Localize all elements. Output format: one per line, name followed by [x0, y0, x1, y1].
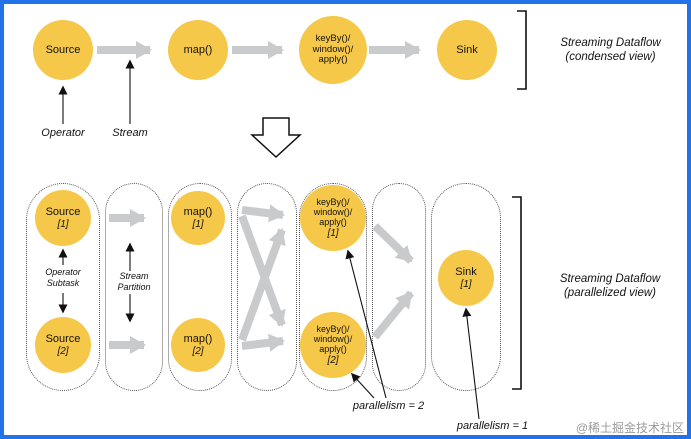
- parallelism-1-label: parallelism = 1: [456, 420, 529, 432]
- capsule-map-subtasks: [168, 183, 232, 391]
- parallelized-view-caption: Streaming Dataflow (parallelized view): [559, 273, 661, 300]
- node-source-1: Source[1]: [35, 190, 91, 246]
- operator-label: Operator: [41, 127, 85, 139]
- node-map-2: map()[2]: [171, 318, 225, 372]
- stream-label: Stream: [112, 127, 148, 139]
- node-keyby-2: keyBy()/ window()/ apply()[2]: [300, 312, 366, 378]
- annotation-arrows: [58, 59, 480, 420]
- condensed-view-caption: Streaming Dataflow (condensed view): [560, 37, 661, 64]
- node-keyby-1: keyBy()/ window()/ apply()[1]: [300, 185, 366, 251]
- down-block-arrow-icon: [250, 117, 302, 159]
- capsule-redistribution: [237, 183, 297, 391]
- node-sink: Sink: [437, 20, 497, 80]
- node-source: Source: [33, 20, 93, 80]
- capsule-keyby-subtasks: [299, 183, 367, 391]
- capsule-merge-streams: [372, 183, 426, 391]
- watermark-text: @稀土掘金技术社区: [575, 421, 684, 435]
- gray-flow-arrows: [97, 41, 421, 354]
- node-keyby: keyBy()/ window()/ apply(): [299, 16, 367, 84]
- operator-subtask-label: Operator Subtask: [45, 267, 81, 289]
- node-map-1: map()[1]: [171, 191, 225, 245]
- capsule-stream-partitions: [105, 183, 163, 391]
- capsule-source-subtasks: [26, 183, 100, 391]
- view-brackets: [512, 10, 527, 390]
- node-map: map(): [168, 20, 228, 80]
- node-source-2: Source[2]: [35, 317, 91, 373]
- node-sink-1: Sink[1]: [438, 250, 494, 306]
- stream-partition-label: Stream Partition: [107, 271, 161, 294]
- parallelism-2-label: parallelism = 2: [352, 400, 425, 412]
- capsule-sink-subtask: [431, 183, 501, 391]
